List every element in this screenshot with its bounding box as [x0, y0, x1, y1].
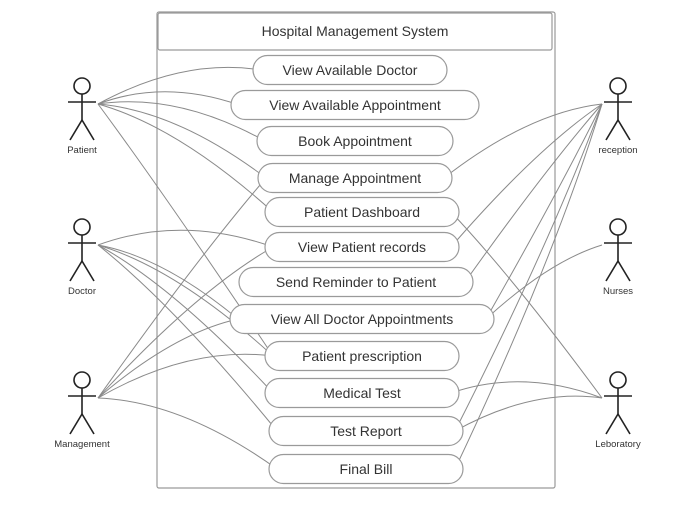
association-line [97, 177, 267, 399]
use-case-uc4[interactable]: Manage Appointment [257, 162, 453, 194]
use-case-oval [257, 162, 453, 194]
actor-head-icon [609, 218, 627, 236]
actor-head-icon [73, 77, 91, 95]
association-line [454, 395, 603, 432]
association-line [97, 318, 239, 399]
association-line [97, 244, 274, 357]
actor-leg-left [69, 119, 83, 141]
actor-leg-left [69, 260, 83, 282]
association-line [97, 103, 267, 179]
use-case-label: Book Appointment [298, 133, 412, 149]
actor-laboratory[interactable]: Leboratory [595, 371, 641, 450]
association-line [97, 244, 239, 320]
actor-reception[interactable]: reception [598, 77, 638, 156]
use-case-label: Manage Appointment [289, 170, 421, 186]
use-case-oval [264, 231, 460, 263]
use-case-uc6[interactable]: View Patient records [264, 231, 460, 263]
use-case-oval [238, 266, 474, 298]
use-case-oval [268, 453, 464, 485]
actor-leg-left [605, 119, 619, 141]
system-title-box [157, 12, 553, 51]
use-case-uc8[interactable]: View All Doctor Appointments [229, 303, 495, 335]
actor-label: Nurses [603, 286, 633, 297]
actor-label: Doctor [68, 286, 96, 297]
use-case-oval [264, 196, 460, 228]
use-case-label: Send Reminder to Patient [276, 274, 436, 290]
actor-leg-right [617, 119, 631, 141]
actor-leg-right [617, 413, 631, 435]
actor-leg-left [605, 260, 619, 282]
actor-head-icon [73, 371, 91, 389]
use-case-label: View All Doctor Appointments [271, 311, 454, 327]
use-case-label: Test Report [330, 423, 402, 439]
actor-management[interactable]: Management [54, 371, 110, 450]
association-line [450, 381, 603, 399]
use-case-uc9[interactable]: Patient prescription [264, 340, 460, 372]
use-case-oval [229, 303, 495, 335]
use-case-oval [264, 377, 460, 409]
use-case-uc12[interactable]: Final Bill [268, 453, 464, 485]
association-line [97, 244, 274, 394]
actor-patient[interactable]: Patient [67, 77, 97, 156]
association-line [97, 91, 240, 106]
actor-leg-right [81, 260, 95, 282]
association-line [450, 103, 603, 248]
association-line [485, 103, 603, 320]
association-line [97, 244, 278, 432]
association-line [97, 397, 278, 470]
use-case-oval [268, 415, 464, 447]
association-line [454, 103, 603, 470]
use-case-label: View Available Appointment [269, 97, 441, 113]
use-case-uc10[interactable]: Medical Test [264, 377, 460, 409]
system-title: Hospital Management System [262, 23, 449, 39]
actor-label: Leboratory [595, 439, 641, 450]
actor-head-icon [609, 77, 627, 95]
actor-head-icon [73, 218, 91, 236]
association-line [97, 66, 262, 105]
actor-nurses[interactable]: Nurses [603, 218, 633, 297]
actor-label: Patient [67, 145, 97, 156]
use-case-uc5[interactable]: Patient Dashboard [264, 196, 460, 228]
association-line [97, 353, 274, 399]
use-case-uc7[interactable]: Send Reminder to Patient [238, 266, 474, 298]
actor-doctor[interactable]: Doctor [68, 218, 96, 297]
association-line [97, 229, 274, 248]
association-line [450, 211, 603, 399]
use-case-label: Medical Test [323, 385, 401, 401]
actor-leg-right [617, 260, 631, 282]
association-line [443, 103, 603, 179]
association-lines [97, 66, 603, 470]
actor-head-icon [609, 371, 627, 389]
use-case-label: View Available Doctor [283, 62, 418, 78]
use-case-oval [264, 340, 460, 372]
use-case-oval [252, 54, 448, 86]
actor-leg-left [605, 413, 619, 435]
association-line [97, 103, 274, 213]
use-case-label: Patient prescription [302, 348, 422, 364]
association-line [464, 103, 603, 283]
association-line [97, 246, 274, 399]
actor-leg-left [69, 413, 83, 435]
association-line [454, 103, 603, 432]
association-line [485, 244, 603, 320]
use-case-label: Final Bill [340, 461, 393, 477]
actor-leg-right [81, 119, 95, 141]
use-case-uc2[interactable]: View Available Appointment [230, 89, 480, 121]
association-line [97, 101, 266, 142]
actor-label: reception [598, 145, 637, 156]
use-case-uc1[interactable]: View Available Doctor [252, 54, 448, 86]
use-case-oval [230, 89, 480, 121]
use-case-uc3[interactable]: Book Appointment [256, 125, 454, 157]
actor-label: Management [54, 439, 110, 450]
use-case-label: View Patient records [298, 239, 426, 255]
actor-leg-right [81, 413, 95, 435]
use-case-uc11[interactable]: Test Report [268, 415, 464, 447]
use-case-oval [256, 125, 454, 157]
use-case-label: Patient Dashboard [304, 204, 420, 220]
